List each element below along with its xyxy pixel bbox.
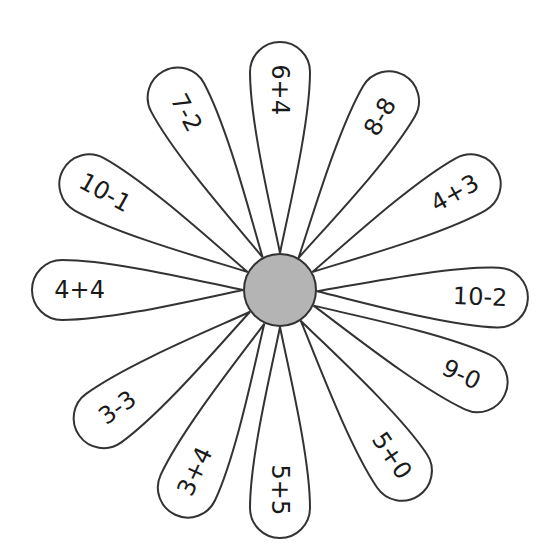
sum-expression: 6+4 bbox=[267, 65, 293, 116]
sum-expression: 10-2 bbox=[452, 283, 507, 311]
petal-shape bbox=[32, 260, 243, 320]
flower-petal: 5+5 bbox=[248, 290, 312, 540]
petal-shape bbox=[137, 57, 289, 271]
petal-shape bbox=[250, 327, 310, 538]
sum-expression: 5+5 bbox=[267, 465, 293, 516]
sum-expression: 4+4 bbox=[55, 277, 106, 303]
petal-shape bbox=[250, 42, 310, 253]
flower-petal: 10-2 bbox=[279, 258, 531, 331]
flower-center bbox=[244, 254, 316, 326]
